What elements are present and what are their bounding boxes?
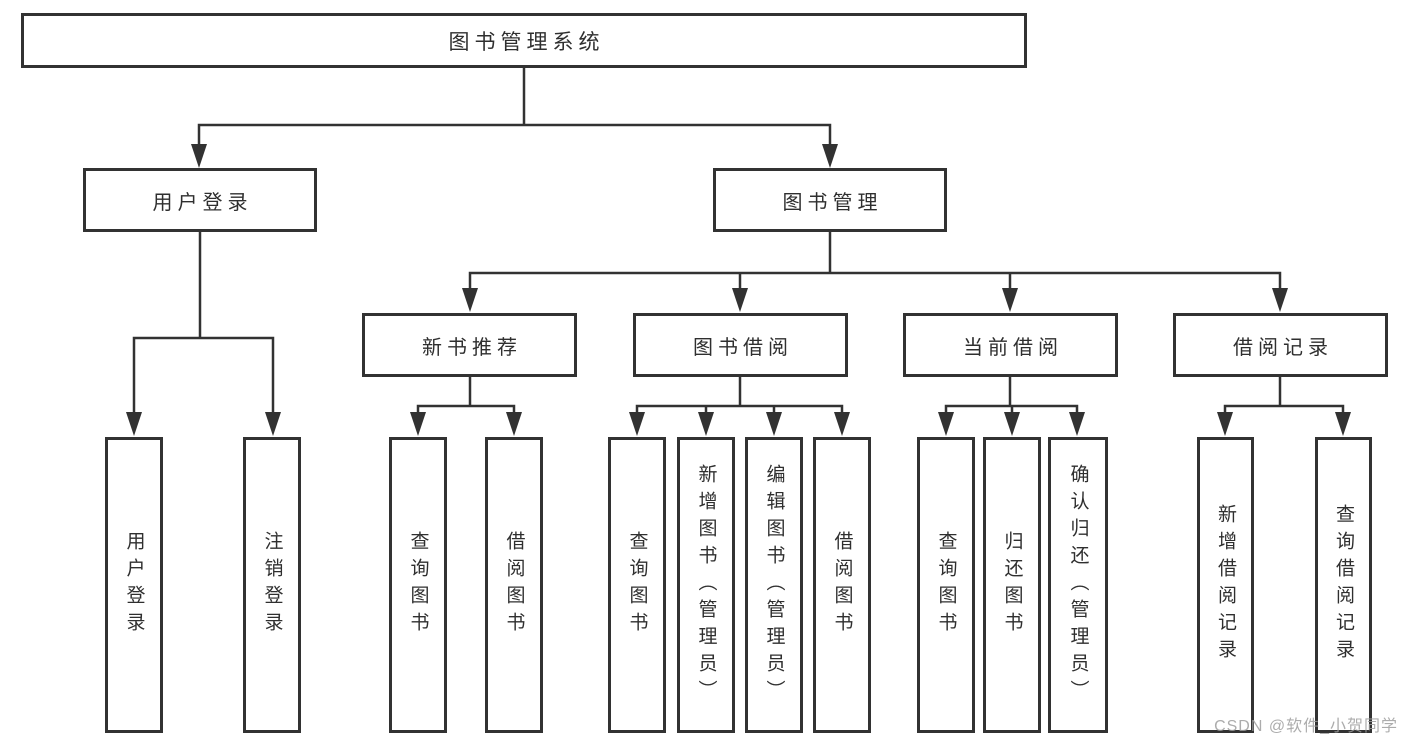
leaf-query-books-borrow-label: 查询图书 [626,531,648,639]
leaf-add-books-admin-label: 新增图书（管理员） [695,463,717,707]
leaf-borrow-books-recommend: 借阅图书 [485,437,543,733]
node-new-book-recommend-label: 新书推荐 [422,336,522,359]
node-new-book-recommend: 新书推荐 [362,313,577,377]
node-borrow-record: 借阅记录 [1173,313,1388,377]
leaf-borrow-books-recommend-label: 借阅图书 [503,531,525,639]
leaf-query-borrow-record-label: 查询借阅记录 [1333,504,1354,666]
leaf-return-books-label: 归还图书 [1001,531,1023,639]
node-user-login: 用户登录 [83,168,317,232]
leaf-borrow-books-label: 借阅图书 [831,531,853,639]
leaf-borrow-books: 借阅图书 [813,437,871,733]
node-library-system: 图书管理系统 [21,13,1027,68]
leaf-user-login-label: 用户登录 [123,531,145,639]
leaf-add-borrow-record: 新增借阅记录 [1197,437,1254,733]
leaf-confirm-return-admin: 确认归还（管理员） [1048,437,1108,733]
leaf-logout: 注销登录 [243,437,301,733]
node-library-system-label: 图书管理系统 [448,30,605,54]
node-current-borrow: 当前借阅 [903,313,1118,377]
leaf-user-login: 用户登录 [105,437,163,733]
leaf-query-books-current: 查询图书 [917,437,975,733]
leaf-add-books-admin: 新增图书（管理员） [677,437,735,733]
leaf-query-books-recommend-label: 查询图书 [407,531,429,639]
node-book-management: 图书管理 [713,168,947,232]
node-book-borrow: 图书借阅 [633,313,848,377]
leaf-edit-books-admin-label: 编辑图书（管理员） [763,463,785,707]
node-book-management-label: 图书管理 [782,191,883,214]
leaf-return-books: 归还图书 [983,437,1041,733]
leaf-logout-label: 注销登录 [261,531,283,639]
node-borrow-record-label: 借阅记录 [1233,336,1333,359]
leaf-edit-books-admin: 编辑图书（管理员） [745,437,803,733]
leaf-query-books-recommend: 查询图书 [389,437,447,733]
node-book-borrow-label: 图书借阅 [693,336,793,359]
csdn-watermark: CSDN @软件_小贺同学 [1214,718,1398,735]
leaf-query-books-borrow: 查询图书 [608,437,666,733]
leaf-query-borrow-record: 查询借阅记录 [1315,437,1372,733]
leaf-confirm-return-admin-label: 确认归还（管理员） [1067,463,1089,707]
node-user-login-label: 用户登录 [152,191,253,214]
node-current-borrow-label: 当前借阅 [963,336,1063,359]
leaf-query-books-current-label: 查询图书 [935,531,957,639]
leaf-add-borrow-record-label: 新增借阅记录 [1215,504,1236,666]
